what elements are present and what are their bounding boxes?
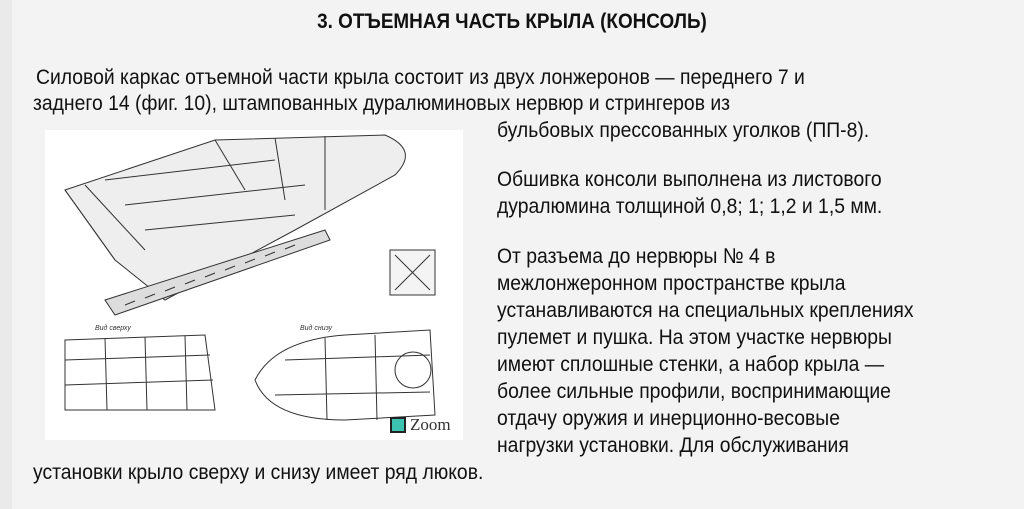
paragraph-line: От разъема до нервюры № 4 в (497, 244, 776, 268)
paragraph-line: установки крыло сверху и снизу имеет ряд… (33, 460, 484, 484)
left-edge (0, 0, 12, 509)
paragraph-line: заднего 14 (фиг. 10), штампованных дурал… (33, 91, 731, 115)
paragraph-line: дуралюмина толщиной 0,8; 1; 1,2 и 1,5 мм… (497, 194, 883, 218)
paragraph-line: отдачу оружия и инерционно-весовые (497, 406, 840, 430)
paragraph-line: Силовой каркас отъемной части крыла сост… (36, 65, 805, 89)
zoom-label: Zoom (410, 415, 451, 434)
paragraph-line: бульбовых прессованных уголков (ПП-8). (497, 118, 870, 142)
wing-diagram-figure[interactable]: Вид сверху Вид снизу (45, 130, 463, 440)
zoom-button[interactable]: Zoom (390, 415, 451, 435)
paragraph-line: устанавливаются на специальных крепления… (497, 298, 914, 322)
section-title: 3. ОТЪЕМНАЯ ЧАСТЬ КРЫЛА (КОНСОЛЬ) (317, 10, 707, 33)
caption-top-view: Вид сверху (95, 324, 131, 332)
zoom-icon (390, 417, 406, 433)
paragraph-line: имеют сплошные стенки, а набор крыла — (497, 352, 885, 376)
paragraph-line: нагрузки установки. Для обслуживания (497, 433, 849, 457)
caption-bottom-view: Вид снизу (300, 324, 333, 332)
paragraph-line: пулемет и пушка. На этом участке нервюры (497, 325, 892, 349)
paragraph-line: Обшивка консоли выполнена из листового (497, 167, 882, 191)
paragraph-line: межлонжеронном пространстве крыла (497, 271, 846, 295)
paragraph-line: более сильные профили, воспринимающие (497, 379, 891, 403)
wing-drawing: Вид сверху Вид снизу (64, 134, 436, 421)
